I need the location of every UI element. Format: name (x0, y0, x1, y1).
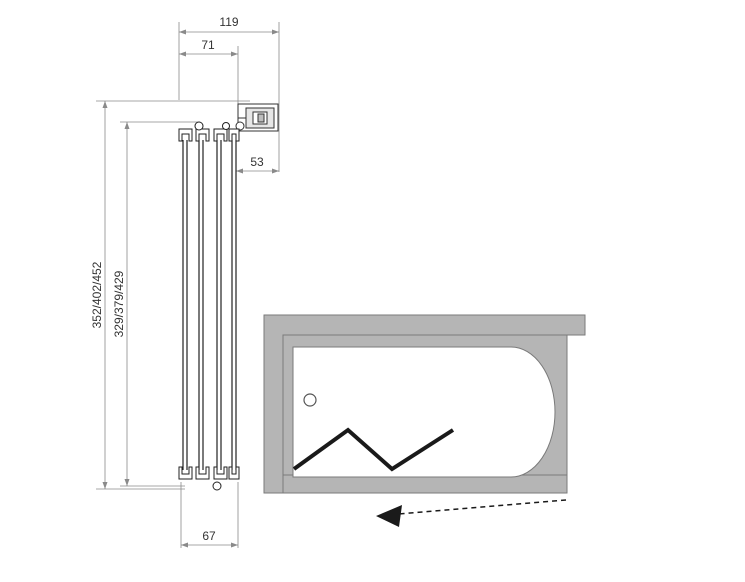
dim-119: 119 (178, 15, 280, 172)
dim-71: 71 (179, 38, 239, 118)
top-hinge-icons (178, 121, 240, 142)
dim-height-inner: 329/379/429 (112, 121, 200, 487)
dim-height-inner-label: 329/379/429 (112, 270, 126, 337)
drain-circle-icon (303, 393, 317, 407)
dim-67-label: 67 (202, 529, 216, 543)
dashed-arrow-left-icon (376, 499, 567, 527)
dim-67: 67 (180, 482, 239, 548)
dim-height-outer-label: 352/402/452 (90, 261, 104, 328)
zigzag-folding-door-icon (292, 427, 455, 472)
dim-53-label: 53 (250, 155, 264, 169)
bathtub-basin (292, 346, 556, 478)
dim-height-outer: 352/402/452 (90, 100, 250, 490)
folding-panels-profile (178, 121, 240, 491)
dim-71-label: 71 (201, 38, 215, 52)
bottom-hinge-icons (178, 466, 240, 491)
dim-119-label: 119 (219, 15, 238, 29)
wall-profile-icon (235, 103, 279, 132)
profile-section: 119 71 53 352/402/452 (90, 15, 280, 548)
dim-53: 53 (235, 138, 279, 176)
bathtub-plan (263, 314, 586, 527)
